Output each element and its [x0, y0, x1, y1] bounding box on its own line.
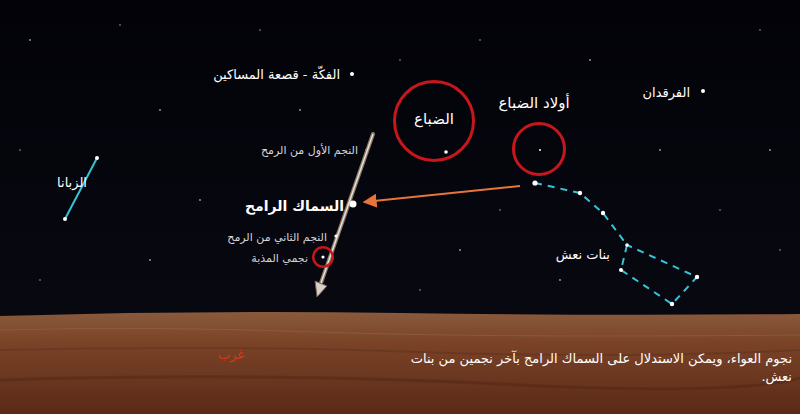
star-group-circle: الضباع	[393, 80, 475, 162]
star-label: غرب	[218, 347, 244, 362]
group-name: أولاد الضباع	[498, 94, 569, 112]
star-label: بنات نعش	[556, 247, 610, 262]
caption: نجوم العواء، ويمكن الاستدلال على السماك …	[407, 350, 792, 385]
star-label: السماك الرامح	[245, 198, 344, 214]
star-label: الفرقدان	[642, 85, 690, 100]
star-label: النجم الثاني من الرمح	[227, 231, 327, 244]
group-name: الضباع	[414, 110, 454, 128]
star-label: الزبانا	[57, 175, 87, 190]
star-label: الفكّة - قصعة المساكين	[213, 67, 340, 82]
group-name: نجمي المذبة	[251, 252, 308, 265]
circle-outline	[512, 122, 566, 176]
circle-outline	[312, 246, 334, 268]
star-group-circle: أولاد الضباع	[512, 122, 566, 176]
star-label: النجم الأول من الرمح	[261, 144, 358, 157]
star-group-circle: نجمي المذبة	[312, 246, 334, 268]
